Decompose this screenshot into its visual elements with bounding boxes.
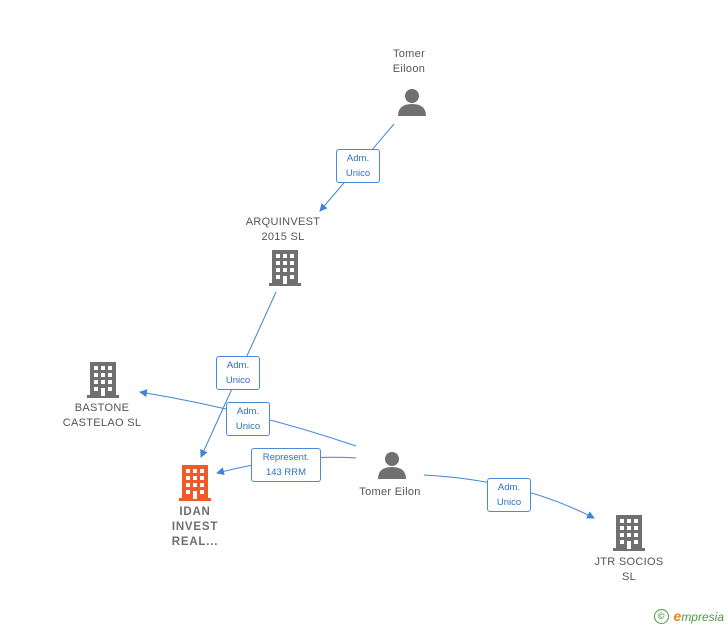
node-label-line: Eiloon — [392, 63, 426, 75]
node-label-jtr: JTR SOCIOS SL — [584, 555, 674, 585]
node-label-tomer-eiloon: Tomer Eiloon — [372, 47, 446, 77]
node-label-line: 2015 SL — [261, 231, 305, 243]
edge-label-adm-unico[interactable]: Adm. Unico — [226, 402, 270, 436]
node-label-tomer-eilon: Tomer Eilon — [345, 485, 435, 500]
edge-label-line: Adm. — [226, 360, 250, 371]
copyright-icon: © — [653, 608, 669, 624]
edge-label-line: 143 RRM — [265, 467, 307, 478]
edge-label-adm-unico[interactable]: Adm. Unico — [336, 149, 380, 183]
edge-label-represent[interactable]: Represent. 143 RRM — [251, 448, 321, 482]
node-label-line: JTR SOCIOS — [594, 556, 664, 568]
node-label-line: ARQUINVEST — [245, 216, 321, 228]
brand-initial: e — [673, 608, 682, 624]
edge-label-line: Unico — [225, 375, 251, 386]
node-label-line: Tomer Eilon — [359, 486, 421, 498]
person-icon[interactable] — [377, 450, 407, 480]
edge-label-adm-unico[interactable]: Adm. Unico — [216, 356, 260, 390]
node-label-line: IDAN — [179, 506, 211, 518]
node-label-line: INVEST — [171, 521, 219, 533]
edge-label-adm-unico[interactable]: Adm. Unico — [487, 478, 531, 512]
building-icon[interactable] — [613, 515, 645, 551]
building-icon[interactable] — [179, 465, 211, 501]
edge-label-line: Adm. — [346, 153, 370, 164]
node-label-line: REAL... — [171, 536, 219, 548]
node-label-line: CASTELAO SL — [62, 417, 142, 429]
building-icon[interactable] — [87, 362, 119, 398]
edge-label-line: Represent. — [262, 452, 310, 463]
node-label-line: BASTONE — [74, 402, 130, 414]
edge-label-line: Unico — [235, 421, 261, 432]
node-label-bastone: BASTONE CASTELAO SL — [50, 401, 154, 431]
building-icon[interactable] — [269, 250, 301, 286]
node-label-idan: IDAN INVEST REAL... — [160, 505, 230, 550]
node-label-line: Tomer — [392, 48, 426, 60]
node-label-line: SL — [621, 571, 637, 583]
node-label-arquinvest: ARQUINVEST 2015 SL — [238, 215, 328, 245]
edge-label-line: Unico — [345, 168, 371, 179]
edge-label-line: Unico — [496, 497, 522, 508]
person-icon[interactable] — [397, 87, 427, 117]
brand-logo: © empresia — [653, 608, 724, 624]
brand-name: empresia — [674, 608, 724, 624]
edge-label-line: Adm. — [497, 482, 521, 493]
brand-rest: mpresia — [681, 610, 724, 624]
edge-label-line: Adm. — [236, 406, 260, 417]
